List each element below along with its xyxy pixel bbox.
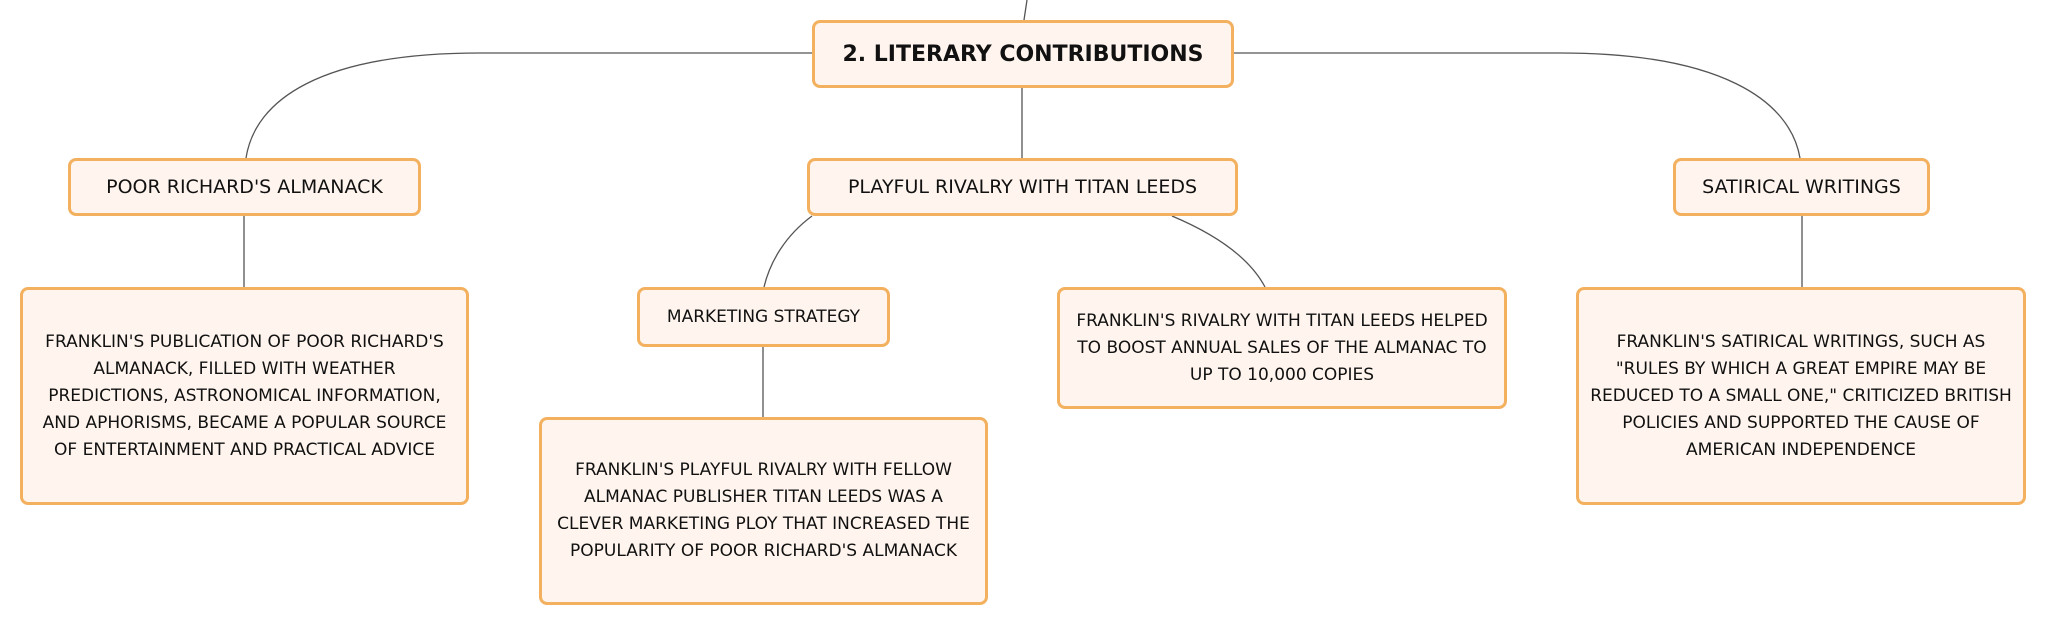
almanack-detail-node[interactable]: Franklin's publication of Poor Richard's…	[20, 287, 469, 505]
connector-parent-to-root	[1023, 0, 1028, 21]
almanack-node[interactable]: Poor Richard's Almanack	[68, 158, 421, 216]
marketing-strategy-label: Marketing Strategy	[666, 307, 861, 327]
satire-detail-node[interactable]: Franklin's satirical writings, such as "…	[1576, 287, 2026, 505]
almanack-detail-text: Franklin's publication of Poor Richard's…	[42, 331, 447, 460]
satire-node[interactable]: Satirical Writings	[1673, 158, 1930, 216]
marketing-detail-text: Franklin's playful rivalry with fellow a…	[557, 460, 970, 561]
sales-detail-node[interactable]: Franklin's rivalry with Titan Leeds help…	[1057, 287, 1507, 409]
sales-detail-text: Franklin's rivalry with Titan Leeds help…	[1076, 310, 1488, 385]
connector-rivalry-to-marketing	[763, 215, 813, 288]
rivalry-node-label: Playful Rivalry with Titan Leeds	[847, 176, 1198, 198]
satire-node-label: Satirical Writings	[1702, 176, 1901, 198]
almanack-node-label: Poor Richard's Almanack	[106, 176, 383, 198]
marketing-detail-node[interactable]: Franklin's playful rivalry with fellow a…	[539, 417, 988, 605]
root-node[interactable]: 2. Literary Contributions	[812, 20, 1234, 88]
root-node-label: 2. Literary Contributions	[842, 41, 1204, 67]
connector-root-to-almanack	[245, 52, 812, 159]
connector-root-to-satire	[1233, 52, 1801, 159]
connector-rivalry-to-sales	[1171, 215, 1266, 288]
rivalry-node[interactable]: Playful Rivalry with Titan Leeds	[807, 158, 1238, 216]
marketing-strategy-node[interactable]: Marketing Strategy	[637, 287, 890, 347]
satire-detail-text: Franklin's satirical writings, such as "…	[1590, 331, 2012, 460]
